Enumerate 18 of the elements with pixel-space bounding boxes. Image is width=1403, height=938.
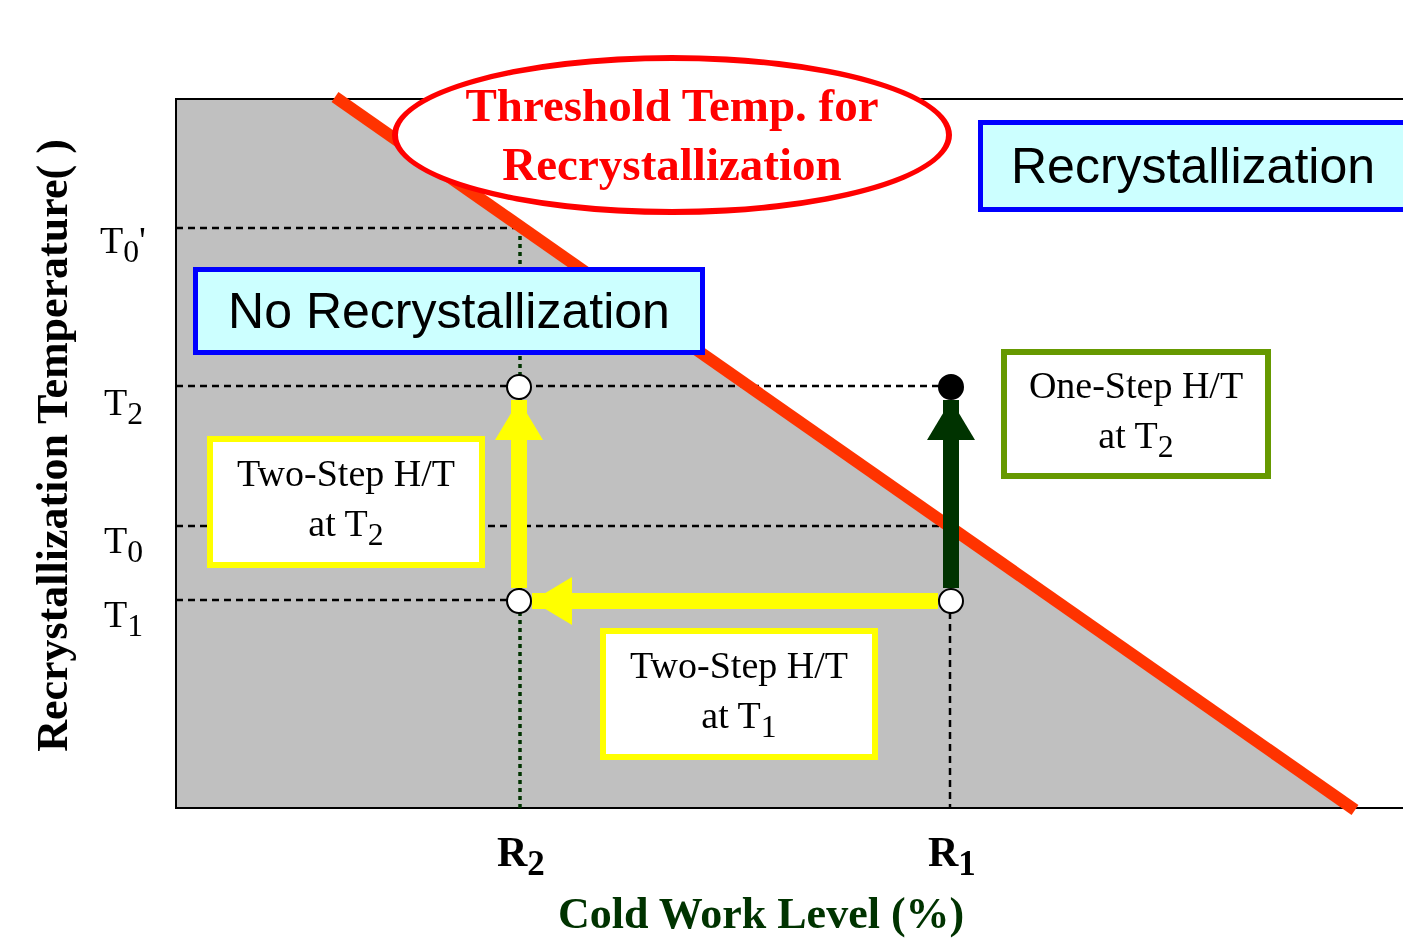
axis-title: Cold Work Level (%) [558,888,965,938]
region-label-box: Recrystallization [978,120,1403,212]
tick-label: T$_{0}$' [100,218,146,270]
axis-title: Recrystallization Temperature( ) [26,138,78,754]
threshold-ellipse: Threshold Temp. for Recrystallization [392,55,952,215]
process-box: Two-Step H/T at T$_{1}$ [600,628,878,760]
tick-label: T$_{2}$ [104,380,144,432]
arrow [532,577,938,625]
tick-label: T$_{1}$ [104,592,144,644]
process-box: Two-Step H/T at T$_{2}$ [207,436,485,568]
process-box: One-Step H/T at T$_{2}$ [1001,349,1271,479]
tick-label: R$_{2}$ [497,828,545,885]
tick-label: T$_{0}$ [104,518,144,570]
state-point [938,374,964,400]
arrow [495,400,543,588]
tick-label: R$_{1}$ [928,828,976,885]
arrow [927,400,975,588]
region-label-box: No Recrystallization [193,267,705,355]
